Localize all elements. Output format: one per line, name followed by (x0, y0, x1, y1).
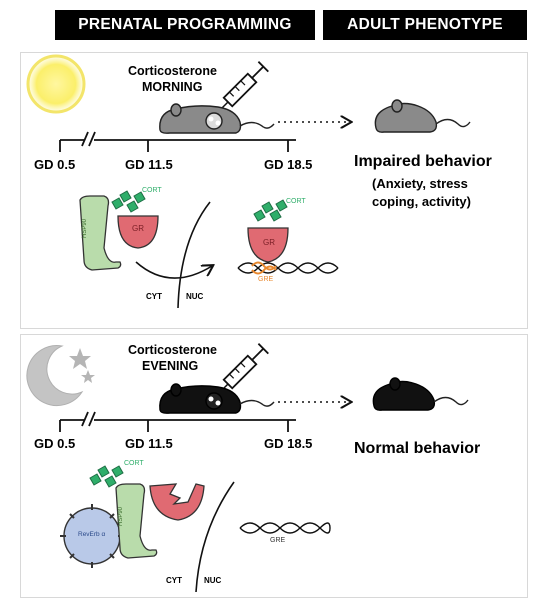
gre-text-morning: GRE (258, 276, 274, 283)
moon-icon (26, 345, 84, 407)
star-icon-large (69, 348, 91, 369)
panel-morning (20, 52, 528, 329)
outcome-detail-morning-2: coping, activity) (372, 194, 471, 209)
header-right-text: ADULT PHENOTYPE (347, 16, 503, 33)
reverb-clock-icon (60, 504, 124, 568)
cort-label-morning-line1: Corticosterone (128, 64, 217, 78)
translocation-arrow (135, 261, 212, 279)
hsp90-morning (79, 195, 122, 271)
gd-mid-evening: GD 11.5 (125, 436, 173, 451)
adult-mouse-morning (374, 99, 438, 133)
timeline-evening (59, 411, 296, 432)
cort-molecule-nucleus (253, 199, 288, 222)
hsp90-text-morning: HSP90 (82, 218, 88, 238)
gr-text-cyt-morning: GR (132, 224, 144, 233)
syringe-icon-morning (217, 61, 269, 113)
nuc-text-morning: NUC (186, 292, 204, 301)
dna-helix-morning (237, 262, 339, 274)
cyt-text-morning: CYT (146, 292, 162, 301)
pregnant-mouse-morning (159, 103, 242, 134)
hsp90-text-evening: HSP90 (118, 506, 124, 526)
nuclear-membrane-morning (177, 201, 211, 309)
gd-end-evening: GD 18.5 (264, 436, 313, 451)
header-prenatal-programming: PRENATAL PROGRAMMING (55, 10, 315, 40)
cort-molecule-evening (89, 465, 124, 488)
gre-text-evening: GRE (270, 537, 286, 544)
gr-text-nuc-morning: GR (263, 238, 275, 247)
nuclear-membrane-evening (195, 481, 235, 593)
cort-label-evening-line2: EVENING (142, 359, 199, 373)
header-left-text: PRENATAL PROGRAMMING (78, 16, 292, 33)
pregnant-mouse-evening (159, 383, 242, 414)
cort-text-nuc-morning: CORT (286, 198, 306, 205)
mouse-tail-adult-evening (433, 396, 469, 406)
sun-icon (26, 54, 86, 114)
gr-receptor-broken (149, 483, 205, 521)
cort-text-cyt-morning: CORT (142, 187, 162, 194)
mouse-tail-morning (239, 121, 275, 129)
outcome-title-evening: Normal behavior (354, 440, 481, 457)
hsp90-evening (115, 483, 158, 559)
gd-start-evening: GD 0.5 (34, 436, 76, 451)
nuc-text-evening: NUC (204, 576, 222, 585)
gd-mid-morning: GD 11.5 (125, 157, 173, 172)
outcome-detail-morning-1: (Anxiety, stress (372, 176, 468, 191)
cort-label-evening-line1: Corticosterone (128, 343, 217, 357)
timeline-morning (59, 131, 296, 152)
cyt-text-evening: CYT (166, 576, 182, 585)
outcome-title-morning: Impaired behavior (354, 153, 492, 170)
mouse-tail-evening (239, 399, 275, 407)
gr-receptor-morning (117, 215, 159, 249)
dna-helix-evening (239, 522, 331, 534)
gd-start-morning: GD 0.5 (34, 157, 76, 172)
header-adult-phenotype: ADULT PHENOTYPE (323, 10, 527, 40)
cort-text-evening: CORT (124, 460, 144, 467)
adult-mouse-evening (372, 377, 436, 411)
reverb-text: RevErb α (78, 531, 106, 538)
mouse-tail-adult-morning (435, 118, 471, 128)
gd-end-morning: GD 18.5 (264, 157, 313, 172)
gr-receptor-nucleus (247, 227, 289, 263)
gre-segment (251, 261, 277, 275)
cort-label-morning-line2: MORNING (142, 80, 203, 94)
star-icon-small (81, 370, 95, 383)
cort-molecule-morning (111, 190, 146, 213)
